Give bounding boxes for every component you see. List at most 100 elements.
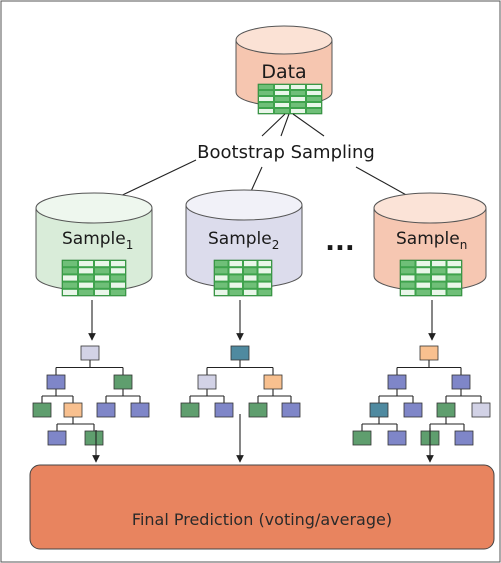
table-cell [244,275,257,281]
table-cell [258,268,271,274]
table-cell [447,261,461,267]
table-cell [432,268,446,274]
decision-tree-1 [32,345,150,446]
table-cell [215,275,228,281]
table-cell [432,261,446,267]
table-cell [259,97,273,101]
table-cell [291,97,305,101]
table-cell [111,282,125,288]
table-cell [416,282,430,288]
table-cell [229,275,242,281]
table-cell [111,275,125,281]
tree-node [281,402,301,418]
table-cell [215,261,228,267]
table-cell [275,97,289,101]
table-cell [79,282,93,288]
tree-node [403,402,423,418]
tree-node [419,345,439,361]
table-cell [244,282,257,288]
table-cell [416,261,430,267]
decision-tree-2 [180,345,301,418]
table-cell [307,91,321,95]
sample-n-label: Samplen [396,229,467,252]
table-cell [401,275,415,281]
table-cell [111,289,125,295]
table-cell [63,275,77,281]
table-cell [447,268,461,274]
table-cell [95,261,109,267]
table-cell [258,275,271,281]
table-cell [111,261,125,267]
table-cell [95,275,109,281]
table-cell [416,268,430,274]
table-cell [244,289,257,295]
table-cell [259,85,273,89]
table-cell [63,289,77,295]
table-cell [79,261,93,267]
table-cell [416,275,430,281]
sample-cylinder-n: Samplen [373,192,487,297]
tree-node [32,402,52,418]
table-cell [291,109,305,113]
table-cell [215,282,228,288]
cylinder-top [185,189,303,221]
cylinder-top [35,192,153,224]
table-cell [401,261,415,267]
tree-node [47,430,67,446]
tree-node [387,374,407,390]
sample-cylinder-1: Sample1 [35,192,153,297]
tree-node [46,374,66,390]
table-cell [416,289,430,295]
arrow-to-sample-1 [111,159,197,201]
sample-cylinder-2: Sample2 [185,189,303,297]
sample-2-label: Sample2 [208,229,279,252]
table-cell [259,91,273,95]
table-cell [275,109,289,113]
ellipsis: ... [325,227,355,257]
table-cell [63,268,77,274]
table-cell [258,261,271,267]
tree-node [130,402,150,418]
table-cell [291,85,305,89]
table-cell [63,282,77,288]
table-cell [275,91,289,95]
table-cell [79,275,93,281]
table-cell [229,282,242,288]
table-cell [95,282,109,288]
tree-node [113,374,133,390]
table-cell [63,261,77,267]
tree-node [471,402,491,418]
table-cell [244,268,257,274]
sample-2-table-icon [213,259,273,297]
table-cell [291,91,305,95]
tree-node [454,430,474,446]
table-cell [95,268,109,274]
table-cell [229,268,242,274]
tree-to-prediction-arrows [92,414,434,463]
table-cell [95,289,109,295]
tree-node [436,402,456,418]
tree-node [248,402,268,418]
table-cell [432,289,446,295]
table-cell [291,103,305,107]
data-to-sampling-lines [261,113,325,137]
table-cell [258,282,271,288]
table-cell [447,275,461,281]
data-table-icon [257,83,323,115]
tree-node [84,430,104,446]
table-cell [79,268,93,274]
sample-to-tree-arrows [88,300,436,341]
table-cell [215,268,228,274]
table-cell [229,261,242,267]
table-cell [259,103,273,107]
table-cell [258,289,271,295]
tree-node [63,402,83,418]
table-cell [307,97,321,101]
table-cell [401,289,415,295]
cylinder-top [373,192,487,224]
table-cell [215,289,228,295]
decision-tree-n [352,345,491,446]
sample-1-table-icon [61,259,127,297]
bootstrap-sampling-label: Bootstrap Sampling [197,142,375,163]
